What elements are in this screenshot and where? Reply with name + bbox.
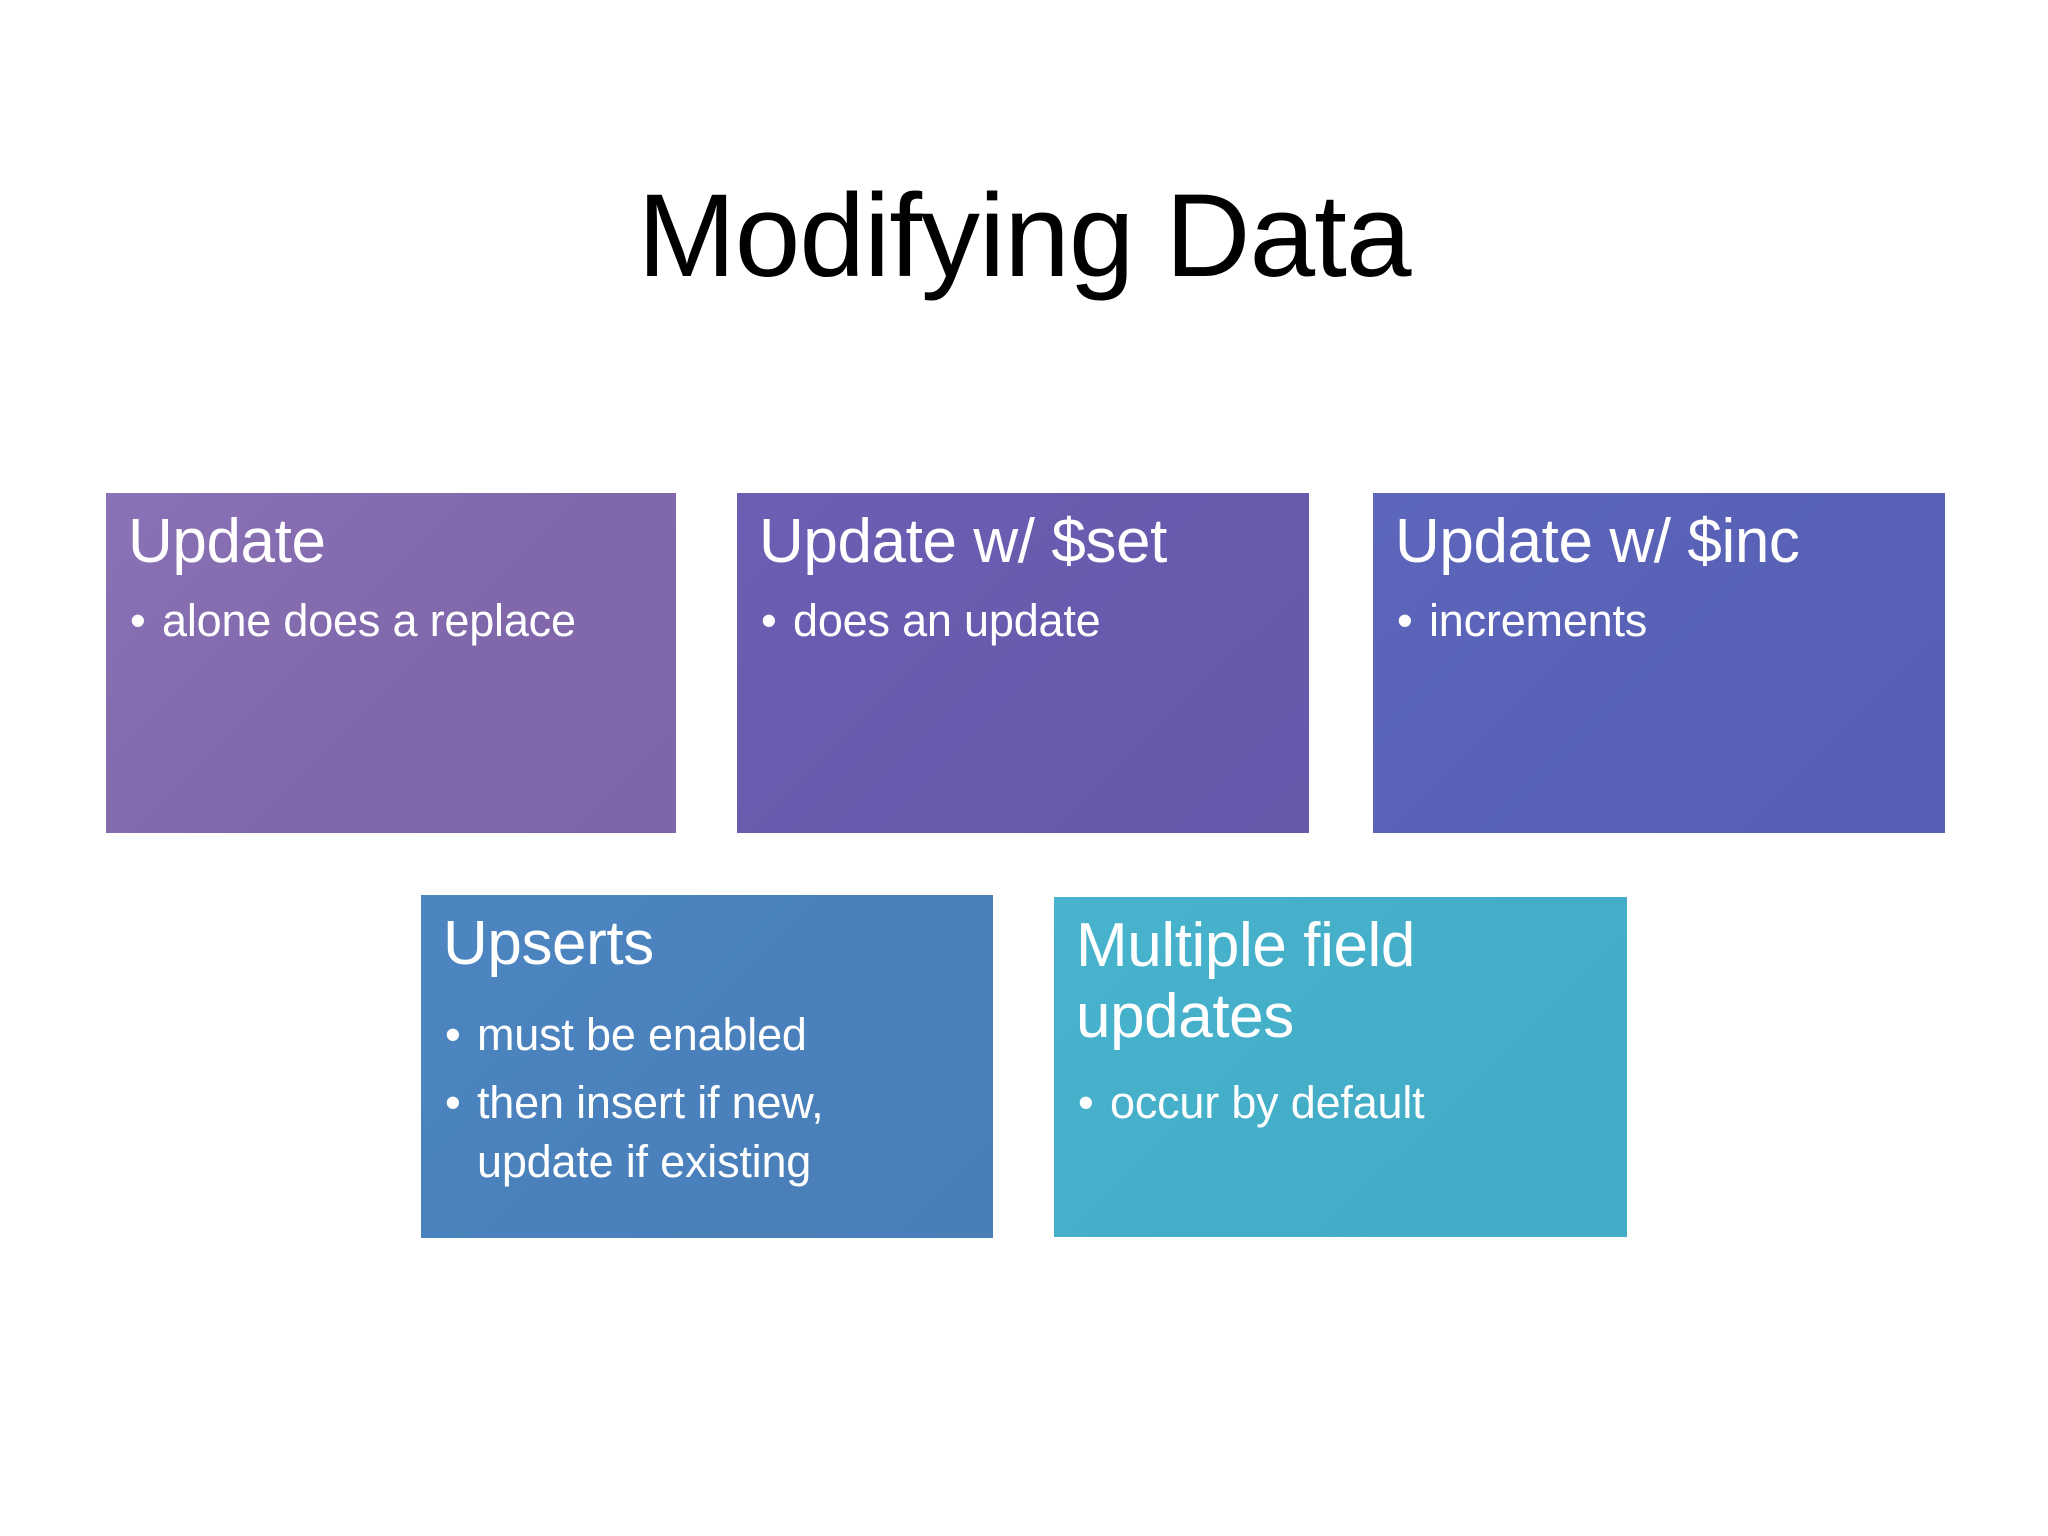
- page-title: Modifying Data: [637, 170, 1411, 303]
- card-upserts-bullet-list: • must be enabled • then insert if new, …: [443, 1006, 971, 1192]
- list-item-label: then insert if new, update if existing: [477, 1077, 824, 1187]
- list-item: • alone does a replace: [128, 592, 654, 651]
- card-update-inc-bullet-list: • increments: [1395, 592, 1923, 651]
- list-item-label: increments: [1429, 594, 1648, 646]
- card-multi-field-bullet-list: • occur by default: [1076, 1074, 1605, 1133]
- list-item: • must be enabled: [443, 1006, 971, 1065]
- list-item: • does an update: [759, 592, 1287, 651]
- list-item: • increments: [1395, 592, 1923, 651]
- list-item-label: occur by default: [1110, 1077, 1425, 1129]
- list-item: • then insert if new, update if existing: [443, 1074, 971, 1191]
- card-multi-field[interactable]: Multiple field updates • occur by defaul…: [1054, 897, 1627, 1237]
- bullet-icon: •: [761, 594, 777, 646]
- list-item-label: does an update: [793, 594, 1101, 646]
- card-update-inc[interactable]: Update w/ $inc • increments: [1373, 493, 1945, 833]
- card-upserts-title: Upserts: [443, 909, 654, 978]
- card-update-inc-title: Update w/ $inc: [1395, 507, 1800, 576]
- card-upserts[interactable]: Upserts • must be enabled • then insert …: [421, 895, 993, 1238]
- list-item: • occur by default: [1076, 1074, 1605, 1133]
- bullet-icon: •: [445, 1008, 461, 1060]
- card-update-set-bullet-list: • does an update: [759, 592, 1287, 651]
- list-item-label: must be enabled: [477, 1008, 807, 1060]
- card-update-set-title: Update w/ $set: [759, 507, 1167, 576]
- bullet-icon: •: [1078, 1077, 1094, 1129]
- card-update[interactable]: Update • alone does a replace: [106, 493, 676, 833]
- card-update-set[interactable]: Update w/ $set • does an update: [737, 493, 1309, 833]
- card-update-title: Update: [128, 507, 326, 576]
- card-update-bullet-list: • alone does a replace: [128, 592, 654, 651]
- card-multi-field-title: Multiple field updates: [1076, 911, 1416, 1051]
- bullet-icon: •: [1397, 594, 1413, 646]
- list-item-label: alone does a replace: [162, 594, 576, 646]
- bullet-icon: •: [445, 1077, 461, 1129]
- bullet-icon: •: [130, 594, 146, 646]
